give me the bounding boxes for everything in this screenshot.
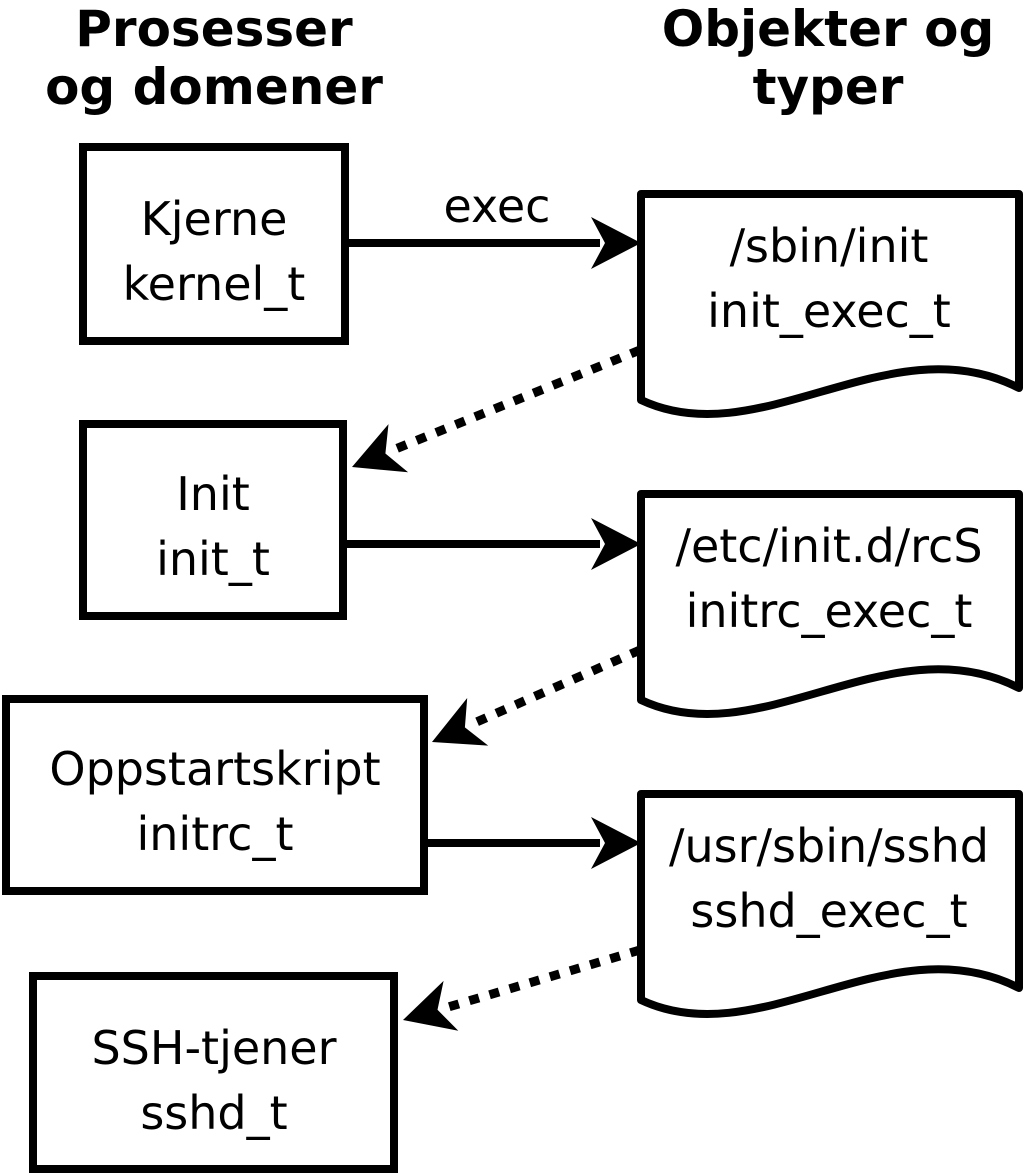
process-box-sshd [29,972,398,1173]
exec-arrow-label: exec [444,179,551,233]
process-kernel-type: kernel_t [123,257,306,311]
object-etc-initd-rcs-path: /etc/init.d/rcS [675,519,982,573]
object-sbin-init-path: /sbin/init [730,219,929,273]
transition-arrow-1-line [391,345,642,455]
object-doc-usr-sbin-sshd [637,790,1023,1019]
object-usr-sbin-sshd-type: sshd_exec_t [690,884,967,938]
process-sshd-name: SSH-tjener [91,1021,336,1075]
object-etc-initd-rcs-type: initrc_exec_t [686,584,973,638]
exec-arrow-init-to-rcs [347,518,641,570]
transition-arrow-sbin-init-to-init [352,345,642,473]
transition-arrow-3-line [443,945,642,1013]
exec-arrow-initrc-to-sshd [428,817,641,869]
right-column-header-line2: typer [753,58,904,116]
process-box-init [79,420,347,620]
exec-arrow-1-head-icon [591,217,641,269]
process-init-type: init_t [156,532,270,586]
transition-arrow-1-head-icon [352,424,409,473]
transition-arrow-2-line [470,645,642,729]
object-doc-sbin-init [637,190,1023,419]
exec-arrow-kernel-to-sbin-init: exec [349,179,641,269]
process-sshd-type: sshd_t [140,1086,287,1140]
process-initrc-name: Oppstartskript [49,742,380,796]
object-doc-etc-initd-rcs [637,490,1023,719]
transition-arrow-3-head-icon [403,980,459,1031]
process-kernel-name: Kjerne [141,192,288,246]
transition-arrow-rcs-to-initrc [432,645,642,746]
right-column-header-line1: Objekter og [662,0,995,58]
process-box-kernel [79,143,349,345]
object-usr-sbin-sshd-path: /usr/sbin/sshd [669,819,989,873]
process-box-initrc [2,695,428,895]
left-column-header-line1: Prosesser [75,0,353,58]
object-sbin-init-type: init_exec_t [707,284,951,338]
left-column-header-line2: og domener [45,58,383,116]
transition-arrow-sshd-exec-to-sshd [403,945,642,1031]
process-init-name: Init [176,467,250,521]
exec-arrow-3-head-icon [591,817,641,869]
exec-arrow-2-head-icon [591,518,641,570]
transition-arrow-2-head-icon [432,698,489,746]
process-initrc-type: initrc_t [137,807,294,861]
